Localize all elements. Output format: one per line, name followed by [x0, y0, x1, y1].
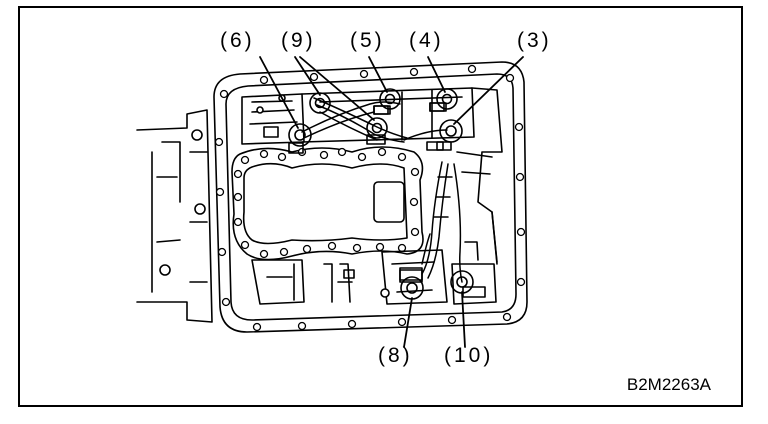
callout-4: (4) — [409, 29, 444, 52]
oil-pan-flange — [213, 61, 528, 333]
solenoid-8 — [399, 267, 424, 300]
callout-6: (6) — [220, 29, 255, 52]
solenoid-6 — [288, 123, 312, 154]
callout-8: (8) — [378, 344, 413, 367]
figure-frame: (6) (9) (5) (4) (3) (8) (10) B2M2263A — [18, 6, 743, 407]
solenoid-3 — [436, 119, 463, 151]
callout-3: (3) — [517, 29, 552, 52]
solenoid-9-b — [366, 117, 388, 145]
callout-9: (9) — [281, 29, 316, 52]
solenoids — [288, 88, 474, 300]
separator-plate — [231, 146, 424, 261]
valve-body-drawing — [136, 56, 528, 348]
transmission-case — [136, 109, 213, 323]
leader-lines — [259, 56, 524, 348]
wiring-harness — [301, 97, 463, 283]
solenoid-9-a — [309, 92, 331, 114]
solenoid-4 — [429, 88, 458, 112]
callout-10: (10) — [444, 344, 494, 367]
figure-id-label: B2M2263A — [626, 375, 711, 394]
solenoid-5 — [373, 88, 401, 115]
callout-5: (5) — [350, 29, 385, 52]
